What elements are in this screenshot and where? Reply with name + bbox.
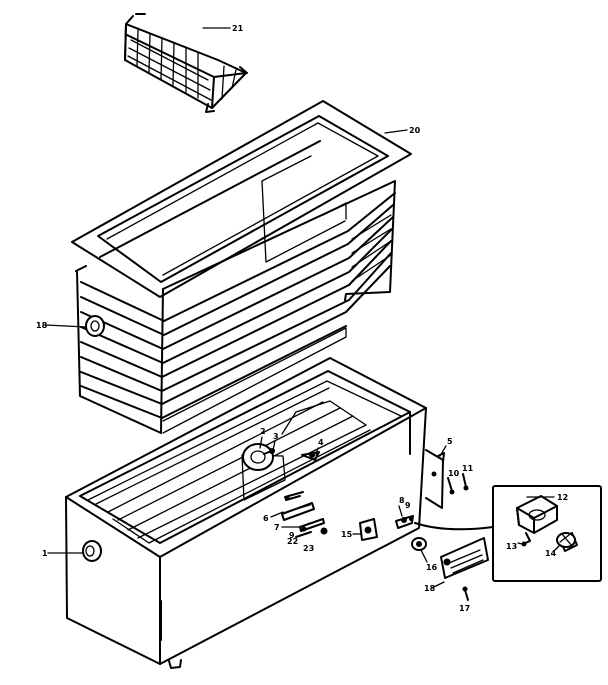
callout-18-plate: 18 — [424, 584, 436, 593]
callout-9-right: 9 — [405, 501, 411, 510]
callout-15: 15 — [341, 530, 353, 539]
callout-18-liner: 18 — [36, 321, 48, 330]
callout-13: 13 — [506, 542, 517, 551]
thermostat-assembly — [242, 443, 275, 471]
wire-basket — [124, 13, 248, 113]
callout-4: 4 — [318, 438, 324, 447]
callout-2: 2 — [260, 427, 266, 436]
bushing — [411, 537, 427, 551]
callout-21: 21 — [232, 24, 244, 33]
center-hinge-parts — [281, 491, 328, 538]
callout-22: 22 — [287, 537, 298, 546]
leader-lines — [45, 27, 561, 589]
callout-3: 3 — [273, 432, 279, 441]
callout-12: 12 — [557, 493, 568, 502]
callout-16: 16 — [426, 563, 438, 572]
callout-9-left: 9 — [289, 531, 295, 540]
drain-fitting — [301, 451, 320, 461]
callout-10: 10 — [448, 469, 460, 478]
callout-5: 5 — [447, 437, 453, 446]
callout-17: 17 — [459, 604, 470, 613]
left-knob — [82, 540, 102, 562]
liner — [75, 140, 396, 434]
callout-6: 6 — [263, 514, 269, 523]
callout-8: 8 — [399, 496, 405, 505]
callout-labels: 21 20 18 1 2 3 4 5 6 7 8 9 9 10 11 12 13… — [36, 24, 568, 613]
bracket-plate — [425, 449, 469, 509]
label-plate — [440, 537, 489, 601]
callout-1: 1 — [42, 549, 48, 558]
top-frame — [71, 100, 412, 298]
switch-and-cord — [395, 515, 494, 531]
freezer-cabinet — [65, 357, 427, 669]
callout-20: 20 — [409, 126, 421, 135]
grommet-plate — [359, 518, 378, 541]
callout-7: 7 — [274, 523, 280, 532]
control-box-inset — [492, 485, 602, 582]
callout-11: 11 — [462, 464, 474, 473]
callout-14: 14 — [545, 549, 557, 558]
callout-23: 23 — [303, 544, 314, 553]
